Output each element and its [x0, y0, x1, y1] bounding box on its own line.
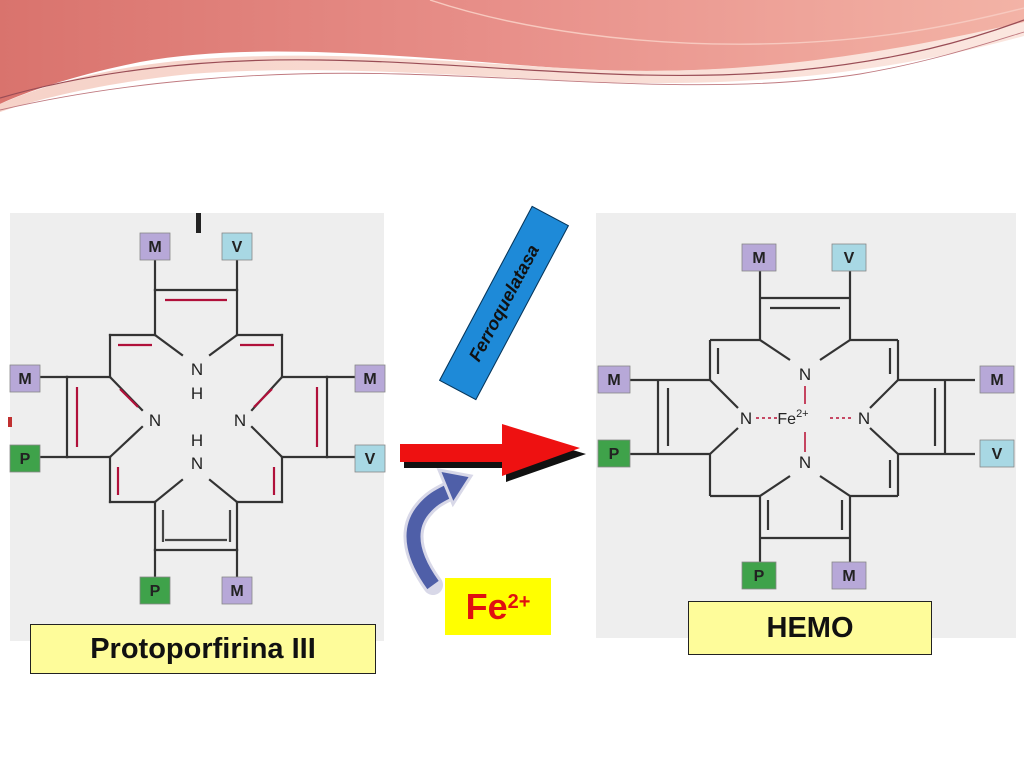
sub-label-bottom-left: P	[150, 583, 161, 600]
sub-label-right-bottom: V	[992, 446, 1003, 463]
sub-box-right-top	[354, 364, 386, 393]
atom-n-left: N	[740, 409, 752, 428]
sub-box-right-bottom	[354, 444, 386, 473]
atom-h-bottom: H	[191, 431, 203, 450]
sub-box-bottom-right	[221, 576, 253, 605]
left-molecule-panel	[10, 213, 384, 641]
enzyme-label-text: Ferroquelatasa	[464, 241, 543, 365]
sub-label-bottom-right: M	[842, 568, 855, 585]
atom-n-right: N	[858, 409, 870, 428]
header-swoosh	[0, 0, 1024, 112]
sub-box-left-bottom	[597, 439, 631, 468]
atom-fe-charge: 2+	[796, 408, 809, 420]
atom-h-top: H	[191, 384, 203, 403]
sub-label-left-bottom: P	[609, 446, 620, 463]
atom-n-top: N	[799, 365, 811, 384]
left-caption: Protoporfirina III	[30, 624, 376, 674]
sub-box-right-bottom	[979, 439, 1015, 468]
cofactor-symbol: Fe	[465, 585, 508, 627]
sub-box-left-top	[597, 365, 631, 394]
heme-structure: M V M P M V P M N N N N Fe2+	[597, 243, 1015, 590]
sub-box-top-right	[831, 243, 867, 272]
sub-label-right-top: M	[363, 371, 376, 388]
sub-label-top-left: M	[752, 250, 765, 267]
sub-label-bottom-left: P	[754, 568, 765, 585]
sub-box-right-top	[979, 365, 1015, 394]
sub-box-top-right	[221, 232, 253, 261]
sub-box-left-top	[9, 364, 41, 393]
sub-box-top-left	[139, 232, 171, 261]
right-caption: HEMO	[688, 601, 932, 655]
sub-label-left-bottom: P	[20, 451, 31, 468]
sub-label-right-bottom: V	[365, 451, 376, 468]
sub-label-top-right: V	[232, 239, 243, 256]
reaction-arrow	[400, 424, 586, 482]
sub-box-left-bottom	[9, 444, 41, 473]
sub-box-bottom-right	[831, 561, 867, 590]
sub-box-bottom-left	[741, 561, 777, 590]
atom-n-bottom: N	[799, 453, 811, 472]
sub-label-top-left: M	[148, 239, 161, 256]
protoporphyrin-structure: M V M P M V P M N H N N H N	[8, 213, 386, 605]
sub-box-bottom-left	[139, 576, 171, 605]
sub-box-top-left	[741, 243, 777, 272]
sub-label-bottom-right: M	[230, 583, 243, 600]
atom-fe-center: Fe2+	[777, 408, 808, 428]
atom-fe-symbol: Fe	[777, 411, 796, 428]
atom-n-top: N	[191, 360, 203, 379]
sub-label-right-top: M	[990, 372, 1003, 389]
atom-n-bottom: N	[191, 454, 203, 473]
sub-label-left-top: M	[607, 372, 620, 389]
atom-n-left: N	[149, 411, 161, 430]
enzyme-label: Ferroquelatasa	[438, 205, 570, 401]
cofactor-charge: 2+	[507, 591, 531, 613]
sub-label-left-top: M	[18, 371, 31, 388]
sub-label-top-right: V	[844, 250, 855, 267]
atom-n-right: N	[234, 411, 246, 430]
cofactor-arrow	[403, 468, 474, 595]
